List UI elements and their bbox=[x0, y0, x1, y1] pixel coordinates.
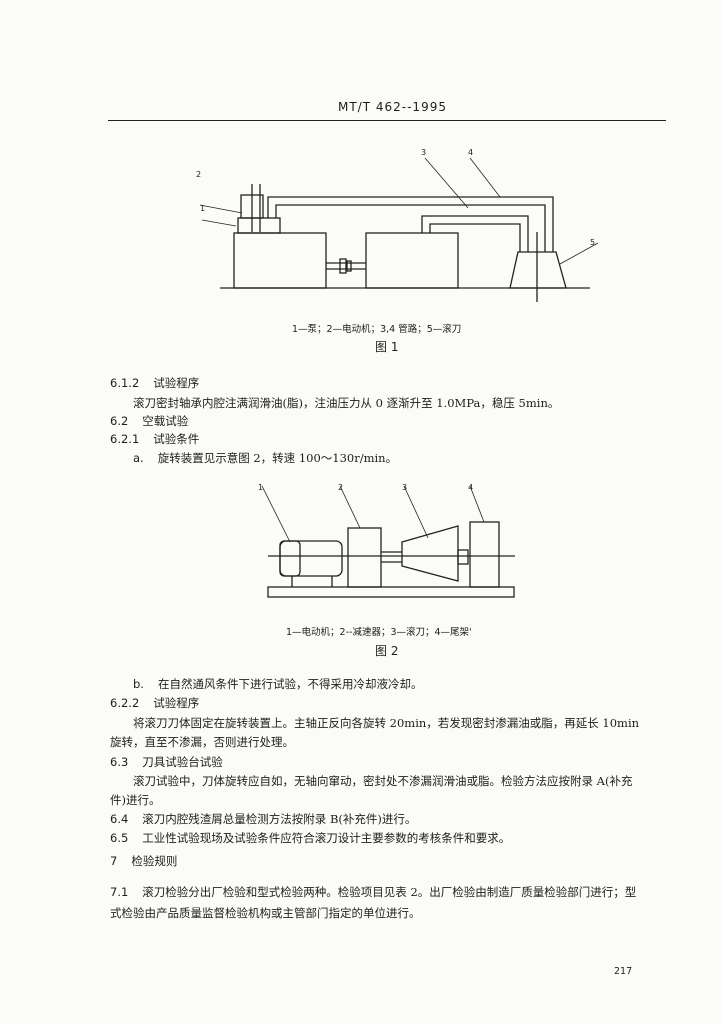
figure-2-title: 图 2 bbox=[375, 644, 399, 658]
fig1-drive-box bbox=[365, 232, 459, 289]
paragraph-line: 将滚刀刀体固定在旋转装置上。主轴正反向各旋转 20min，若发现密封渗漏油或脂，… bbox=[133, 716, 640, 730]
paragraph-line: 旋转，直至不渗漏，否则进行处理。 bbox=[110, 735, 294, 749]
fig2-tail-frame bbox=[469, 521, 500, 588]
paragraph-line: 滚刀密封轴承内腔注满润滑油(脂)，注油压力从 0 逐渐升至 1.0MPa，稳压 … bbox=[133, 396, 560, 410]
fig2-cutter bbox=[401, 525, 459, 582]
figure-1-caption: 1—泵；2—电动机；3,4 管路；5—滚刀 bbox=[292, 324, 462, 335]
item-a: a.旋转装置见示意图 2，转速 100～130r/min。 bbox=[133, 451, 398, 465]
fig1-label-1: 1 bbox=[200, 204, 205, 213]
fig1-label-5: 5 bbox=[590, 238, 595, 247]
fig1-cutter bbox=[509, 251, 567, 289]
figure-1-diagram: 2 1 3 4 5 bbox=[196, 148, 599, 302]
item-b: b.在自然通风条件下进行试验，不得采用冷却液冷却。 bbox=[133, 677, 423, 691]
fig1-label-4: 4 bbox=[468, 148, 473, 157]
fig2-base-plate bbox=[267, 586, 515, 598]
fig2-label-3: 3 bbox=[402, 483, 407, 492]
fig1-label-2: 2 bbox=[196, 170, 201, 179]
paragraph-line: 件)进行。 bbox=[110, 793, 161, 807]
fig2-reducer bbox=[347, 527, 382, 588]
figure-2-diagram: 1 2 3 4 bbox=[258, 483, 515, 598]
figure-2-caption: 1—电动机；2--减速器；3—滚刀；4—尾架' bbox=[286, 627, 472, 638]
fig1-pump-housing bbox=[237, 217, 281, 234]
fig1-label-3: 3 bbox=[421, 148, 426, 157]
fig2-label-2: 2 bbox=[338, 483, 343, 492]
paragraph-line: 滚刀试验中，刀体旋转应自如，无轴向窜动，密封处不渗漏润滑油或脂。检验方法应按附录… bbox=[133, 774, 633, 788]
fig2-motor bbox=[279, 540, 343, 577]
fig2-label-1: 1 bbox=[258, 483, 263, 492]
fig2-label-4: 4 bbox=[468, 483, 473, 492]
page-number: 217 bbox=[614, 966, 633, 977]
fig1-pump-box bbox=[233, 232, 327, 289]
header-rule bbox=[108, 120, 666, 121]
standard-number: MT/T 462--1995 bbox=[338, 100, 447, 114]
fig1-coupling bbox=[339, 258, 347, 274]
paragraph-line: 式检验由产品质量监督检验机构或主管部门指定的单位进行。 bbox=[110, 906, 421, 920]
figure-1-title: 图 1 bbox=[375, 340, 399, 354]
